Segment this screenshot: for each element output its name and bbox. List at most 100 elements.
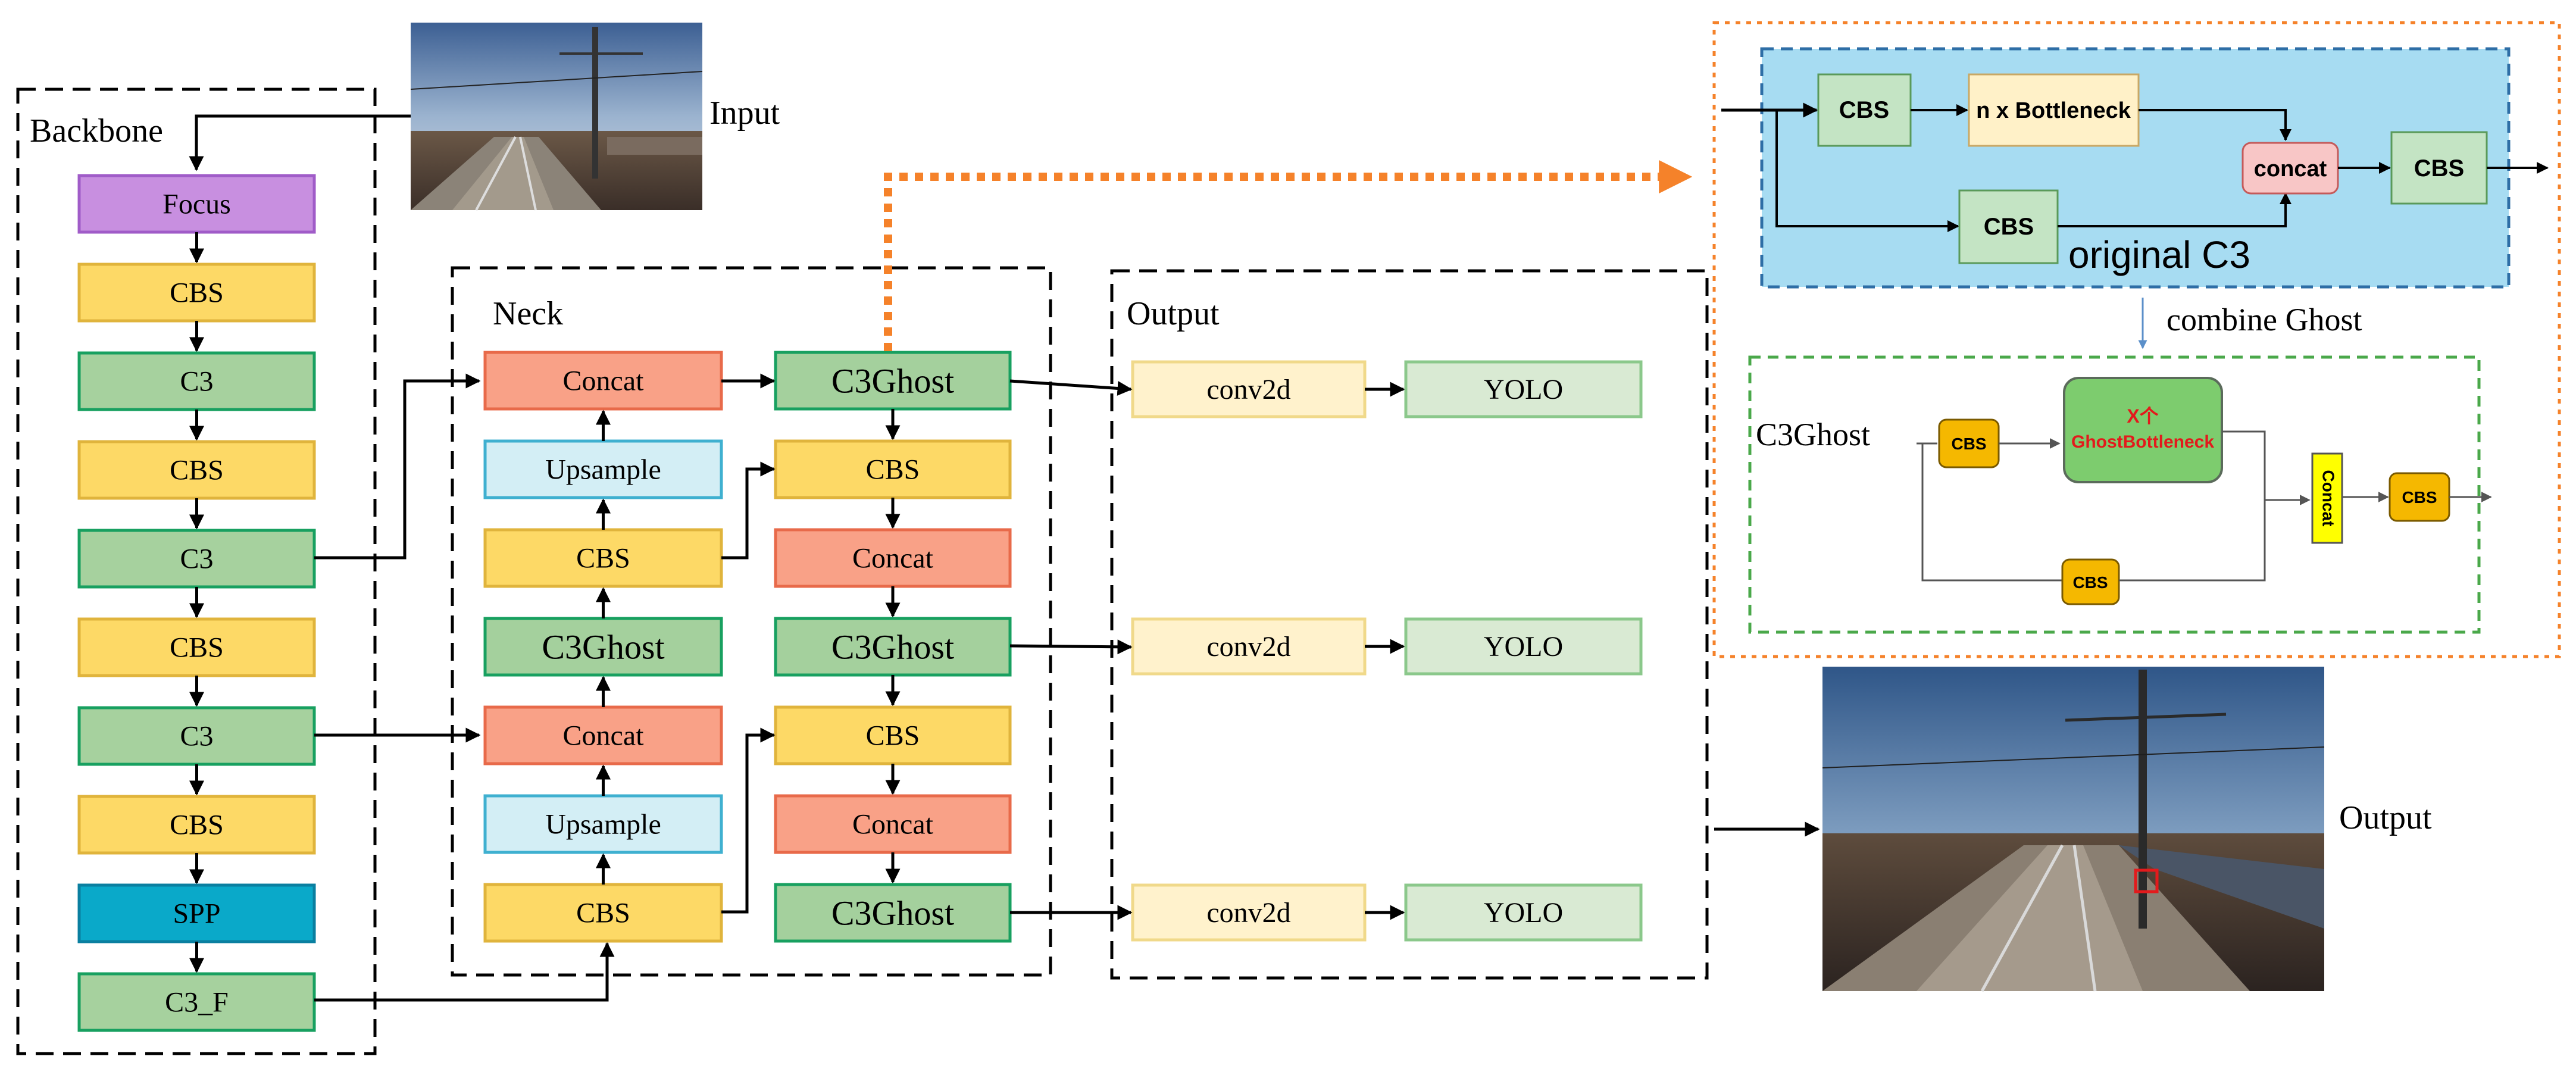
c3ghost-detail-cbs-out-label: CBS — [2402, 488, 2437, 507]
neck-left-cbs-label-2: CBS — [576, 543, 630, 574]
backbone-cbs-block-1 — [77, 262, 316, 323]
input-to-focus-arrow — [189, 114, 411, 171]
input-image — [410, 23, 703, 211]
neck-left-c3ghost-label-3: C3Ghost — [542, 628, 664, 667]
c3-bottleneck-box — [1968, 73, 2140, 147]
backbone-cbs-block-7 — [77, 795, 316, 855]
c3ghost-detail-panel — [1748, 355, 2481, 634]
c3ghost-detail-pointer-arrow — [884, 160, 1693, 351]
backbone-spp-block-8 — [77, 883, 316, 943]
neck-left-concat-label-4: Concat — [563, 720, 645, 752]
neck-right-cbs-block-4 — [774, 705, 1012, 765]
c3ghost-detail-ghost-name: GhostBottleneck — [2071, 432, 2214, 452]
neck-right-c3ghost-block-6 — [774, 883, 1012, 943]
output-conv2d-block-2 — [1131, 883, 1367, 942]
neck-right-concat-label-2: Concat — [852, 543, 934, 574]
c3-cbs-out-box — [2390, 131, 2488, 205]
backbone-c3-block-4 — [77, 529, 316, 589]
neck-right-cbs-label-4: CBS — [866, 720, 920, 752]
neck-left-concat-label-0: Concat — [563, 365, 645, 397]
c3ghost-detail-cbs-bottom-label: CBS — [2072, 573, 2108, 592]
backbone-title: Backbone — [30, 112, 163, 149]
input-label: Input — [709, 95, 780, 132]
backbone-c3-label-2: C3 — [180, 366, 213, 398]
c3-bottleneck-to-concat-arrow — [2139, 109, 2291, 141]
c3f-to-neck-cbs-arrow — [314, 942, 615, 1002]
backbone-cbs-block-3 — [77, 440, 316, 500]
c3ghost-detail-ghost-to-concat-arrow — [2222, 430, 2311, 505]
output-image-label: Output — [2339, 799, 2432, 836]
c3ghost-to-conv2d-arrow-2 — [1009, 639, 1133, 655]
output-yolo-label-2: YOLO — [1484, 897, 1563, 929]
backbone-cbs-label-7: CBS — [170, 810, 224, 841]
neck-left-concat-block-4 — [483, 705, 723, 765]
combine-ghost-label: combine Ghost — [2167, 302, 2362, 338]
c3ghost-detail-concat-label: Concat — [2319, 470, 2338, 527]
backbone-c3-f-block-9 — [77, 972, 316, 1032]
neck-cbs-to-right-cbs-arrow — [721, 461, 776, 560]
neck-left-cbs-label-6: CBS — [576, 898, 630, 929]
neck-title: Neck — [493, 295, 563, 332]
output-yolo-block-2 — [1404, 883, 1643, 942]
backbone-cbs-label-5: CBS — [170, 632, 224, 664]
backbone-c3-to-neck-concat-arrow — [314, 373, 481, 560]
c3-input-branch-arrow — [1775, 110, 1959, 232]
output-yolo-label-1: YOLO — [1484, 631, 1563, 662]
detail-frame — [1712, 21, 2561, 658]
neck-right-c3ghost-label-0: C3Ghost — [831, 362, 954, 401]
neck-left-upsample-label-1: Upsample — [545, 454, 661, 486]
backbone-cbs-label-1: CBS — [170, 277, 224, 309]
neck-right-concat-label-5: Concat — [852, 809, 934, 840]
c3-cbs-top-label: CBS — [1839, 97, 1889, 123]
output-conv2d-block-0 — [1131, 360, 1367, 418]
c3ghost-detail-cbs-bottom-to-concat-line — [2119, 500, 2266, 582]
c3-cbs-out-label: CBS — [2414, 155, 2464, 182]
detection-box — [2134, 868, 2159, 893]
c3ghost-detail-bottom-branch — [1921, 443, 2062, 582]
backbone-c3-label-4: C3 — [180, 543, 213, 575]
backbone-c3-label-6: C3 — [180, 721, 213, 752]
backbone-focus-label-0: Focus — [162, 189, 231, 220]
backbone-c3-block-2 — [77, 351, 316, 411]
backbone-focus-block-0 — [77, 174, 316, 234]
output-yolo-block-1 — [1404, 617, 1643, 676]
neck-frame — [451, 266, 1052, 977]
c3-cbs-bottom-to-concat-arrow — [2058, 192, 2291, 227]
neck-left-concat-block-0 — [483, 351, 723, 411]
c3-cbs-bottom-label: CBS — [1984, 214, 2034, 240]
backbone-c3-f-label-9: C3_F — [165, 987, 229, 1018]
original-c3-title: original C3 — [2068, 233, 2250, 276]
output-title: Output — [1127, 295, 1220, 332]
c3ghost-detail-ghost-box — [2063, 377, 2223, 483]
c3ghost-to-conv2d-arrow-1 — [1009, 379, 1133, 396]
output-conv2d-label-2: conv2d — [1206, 897, 1290, 929]
c3ghost-detail-title: C3Ghost — [1756, 417, 1870, 452]
neck-right-cbs-block-1 — [774, 439, 1012, 499]
c3-concat-label: concat — [2254, 157, 2327, 182]
c3ghost-detail-concat-box — [2311, 452, 2343, 544]
neck-right-cbs-label-1: CBS — [866, 454, 920, 486]
c3-cbs-bottom-box — [1958, 189, 2059, 264]
neck-right-c3ghost-label-6: C3Ghost — [831, 894, 954, 933]
neck-left-upsample-label-5: Upsample — [545, 809, 661, 840]
neck-left-column: ConcatUpsampleCBSC3GhostConcatUpsampleCB… — [483, 351, 723, 943]
neck-right-concat-block-5 — [774, 794, 1012, 854]
backbone-frame — [16, 88, 377, 1055]
backbone-spp-label-8: SPP — [173, 898, 220, 930]
output-conv2d-label-0: conv2d — [1206, 374, 1290, 405]
output-conv2d-block-1 — [1131, 617, 1367, 676]
neck-left-upsample-block-1 — [483, 439, 723, 499]
output-image — [1822, 667, 2325, 992]
output-yolo-block-0 — [1404, 360, 1643, 418]
neck-right-c3ghost-label-3: C3Ghost — [831, 628, 954, 667]
c3ghost-detail-cbs-in-label: CBS — [1951, 435, 1986, 453]
neck-left-cbs-block-2 — [483, 528, 723, 588]
output-yolo-label-0: YOLO — [1484, 374, 1563, 405]
output-frame — [1110, 269, 1709, 980]
neck-left-upsample-block-5 — [483, 794, 723, 854]
neck-right-c3ghost-block-3 — [774, 617, 1012, 677]
